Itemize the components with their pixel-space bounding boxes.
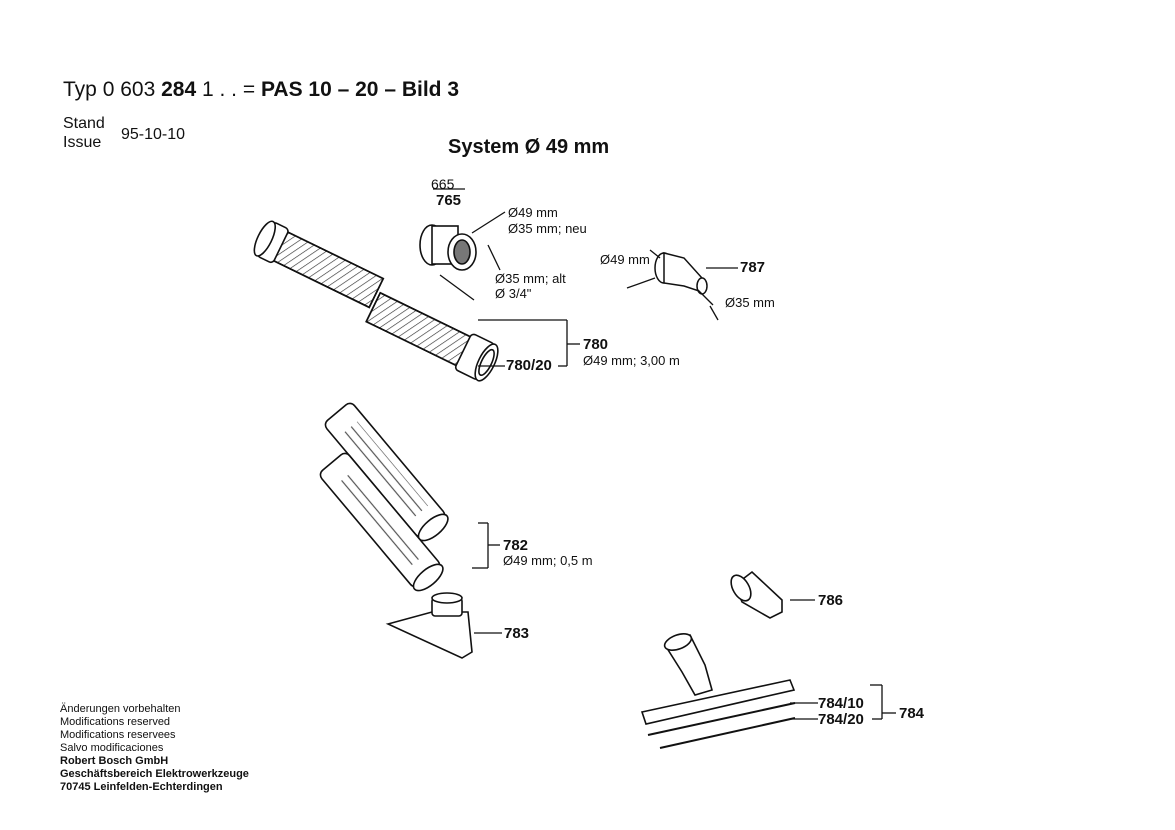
typ-number-b: 284: [161, 78, 197, 101]
floor-nozzle-784: [640, 633, 796, 749]
system-title: System Ø 49 mm: [448, 136, 610, 158]
nozzle-783: [385, 592, 473, 659]
issue-date: 95-10-10: [121, 126, 186, 143]
part-784-label: 784: [899, 705, 925, 722]
footer-notes: Änderungen vorbehalten Modifications res…: [60, 703, 249, 794]
part-784-10-label: 784/10: [818, 695, 864, 712]
footer-line-7: 70745 Leinfelden-Echterdingen: [60, 781, 223, 793]
footer-line-4: Salvo modificaciones: [60, 742, 164, 754]
part-787-label: 787: [740, 259, 766, 276]
reducer-787: [654, 252, 708, 295]
page-title: Typ 0 603 284 1 . . = PAS 10 – 20 – Bild…: [63, 78, 459, 102]
footer-line-1: Änderungen vorbehalten: [60, 703, 181, 715]
typ-number-c: 1 . . =: [202, 78, 256, 101]
typ-prefix: Typ: [63, 78, 97, 101]
part-782-note: Ø49 mm; 0,5 m: [503, 553, 593, 568]
part-780-20-label: 780/20: [506, 357, 552, 374]
model-label: PAS 10 – 20 – Bild 3: [260, 78, 460, 101]
part-787-note-2: Ø35 mm: [725, 295, 775, 310]
footer-line-6: Geschäftsbereich Elektrowerkzeuge: [60, 768, 249, 780]
part-786-label: 786: [818, 592, 844, 609]
footer-line-3: Modifications reservees: [60, 729, 176, 741]
stand-issue-labels: Stand Issue: [63, 114, 105, 152]
tubes-782: [319, 402, 449, 592]
part-765-note-2: Ø35 mm; neu: [508, 221, 587, 236]
hose-780: [253, 220, 499, 382]
adapter-765: [419, 224, 477, 271]
part-665-label: 665: [431, 176, 455, 192]
part-784-20-label: 784/20: [818, 711, 864, 728]
footer-line-5: Robert Bosch GmbH: [60, 755, 169, 767]
part-783-label: 783: [504, 625, 530, 642]
typ-number-a: 0 603: [102, 78, 156, 101]
part-765-note-3: Ø35 mm; alt: [495, 271, 566, 286]
stand-label: Stand: [63, 115, 105, 132]
part-765-note-1: Ø49 mm: [508, 205, 558, 220]
leader-lines: [433, 188, 896, 720]
part-780-note: Ø49 mm; 3,00 m: [583, 353, 680, 368]
footer-line-2: Modifications reserved: [60, 716, 171, 728]
part-780-label: 780: [583, 336, 609, 353]
nozzle-786: [730, 570, 783, 619]
issue-label: Issue: [63, 134, 102, 151]
part-787-note-1: Ø49 mm: [600, 252, 650, 267]
part-765-label: 765: [436, 192, 462, 209]
part-765-note-4: Ø 3/4": [495, 286, 532, 301]
part-782-label: 782: [503, 537, 529, 554]
